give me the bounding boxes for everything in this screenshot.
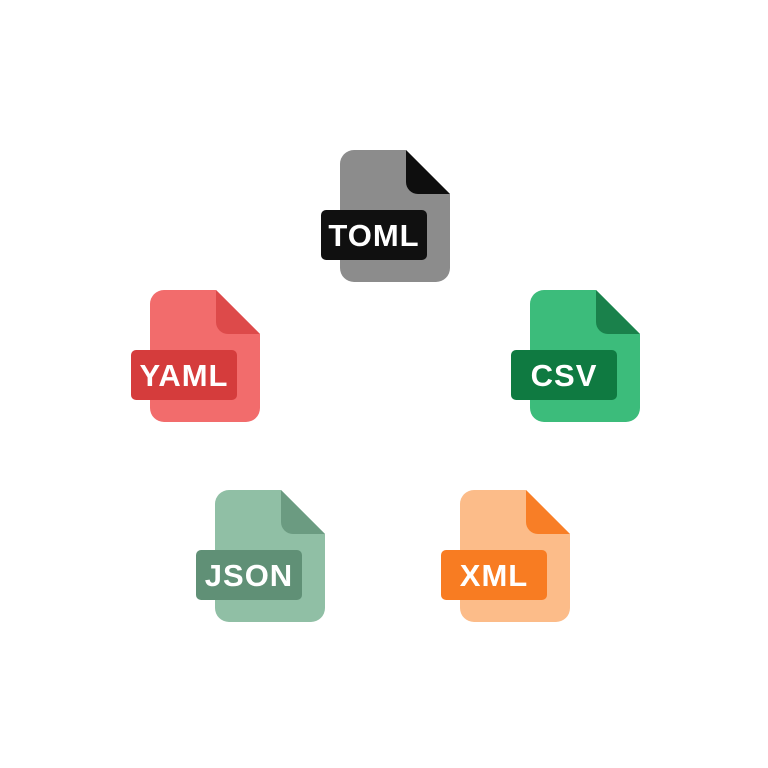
format-label: CSV	[530, 357, 598, 393]
format-label: XML	[459, 557, 529, 593]
file-icon-json: JSON	[196, 490, 325, 622]
format-label: YAML	[139, 357, 229, 393]
format-label-band: CSV	[511, 350, 617, 400]
format-label-band: YAML	[131, 350, 237, 400]
format-label-band: XML	[441, 550, 547, 600]
format-label-band: JSON	[196, 550, 302, 600]
format-label: JSON	[204, 557, 294, 593]
file-icon-toml: TOML	[321, 150, 450, 282]
format-label-band: TOML	[321, 210, 427, 260]
file-icon-csv: CSV	[511, 290, 640, 422]
file-icon-yaml: YAML	[131, 290, 260, 422]
file-icon-xml: XML	[441, 490, 570, 622]
format-label: TOML	[328, 217, 420, 253]
